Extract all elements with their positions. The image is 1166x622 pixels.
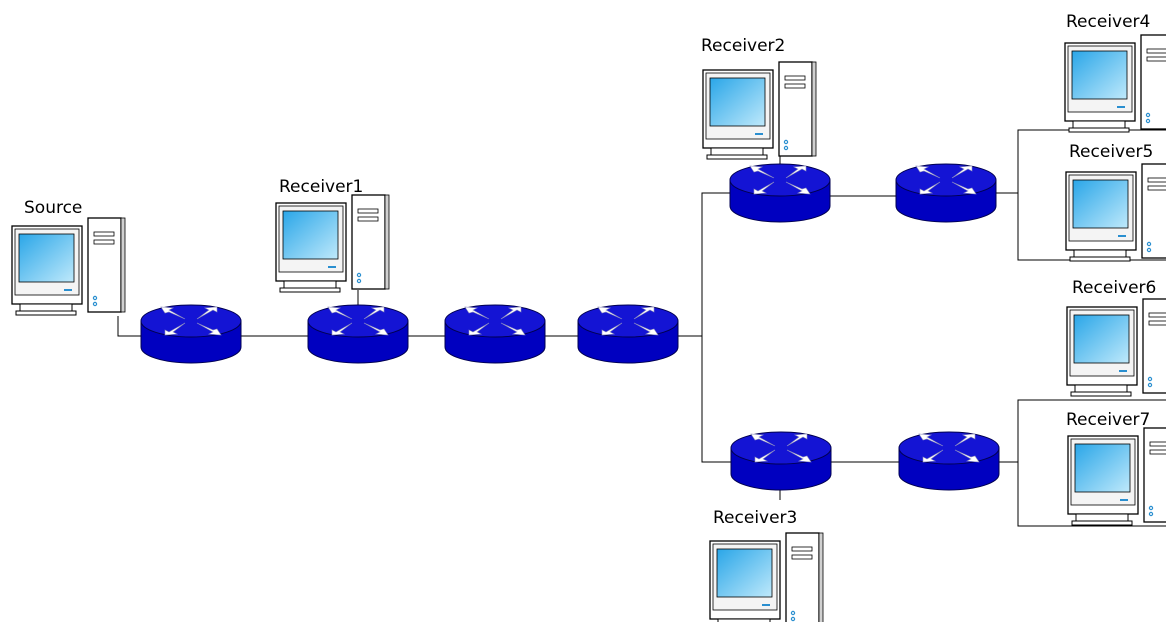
label-receiver7: Receiver7 bbox=[1066, 410, 1150, 430]
label-receiver4: Receiver4 bbox=[1066, 12, 1150, 32]
label-receiver1: Receiver1 bbox=[279, 177, 363, 197]
label-receiver2: Receiver2 bbox=[701, 36, 785, 56]
label-receiver5: Receiver5 bbox=[1069, 142, 1153, 162]
router-7 bbox=[730, 431, 832, 491]
label-receiver6: Receiver6 bbox=[1072, 278, 1156, 298]
router-2 bbox=[307, 304, 409, 364]
router-4 bbox=[577, 304, 679, 364]
source-computer bbox=[11, 217, 126, 316]
receiver1-computer bbox=[275, 194, 390, 293]
router-3 bbox=[444, 304, 546, 364]
receiver3-computer bbox=[709, 532, 824, 622]
link-r8-receiver7 bbox=[1017, 462, 1166, 527]
receiver6-computer bbox=[1066, 298, 1166, 397]
receiver2-computer bbox=[702, 61, 817, 160]
receiver4-computer bbox=[1064, 34, 1166, 133]
receiver7-computer bbox=[1067, 427, 1166, 526]
receiver5-computer bbox=[1065, 163, 1166, 262]
router-1 bbox=[140, 304, 242, 364]
router-5 bbox=[729, 163, 831, 223]
router-8 bbox=[898, 431, 1000, 491]
label-source: Source bbox=[24, 198, 82, 218]
router-6 bbox=[895, 163, 997, 223]
label-receiver3: Receiver3 bbox=[713, 508, 797, 528]
